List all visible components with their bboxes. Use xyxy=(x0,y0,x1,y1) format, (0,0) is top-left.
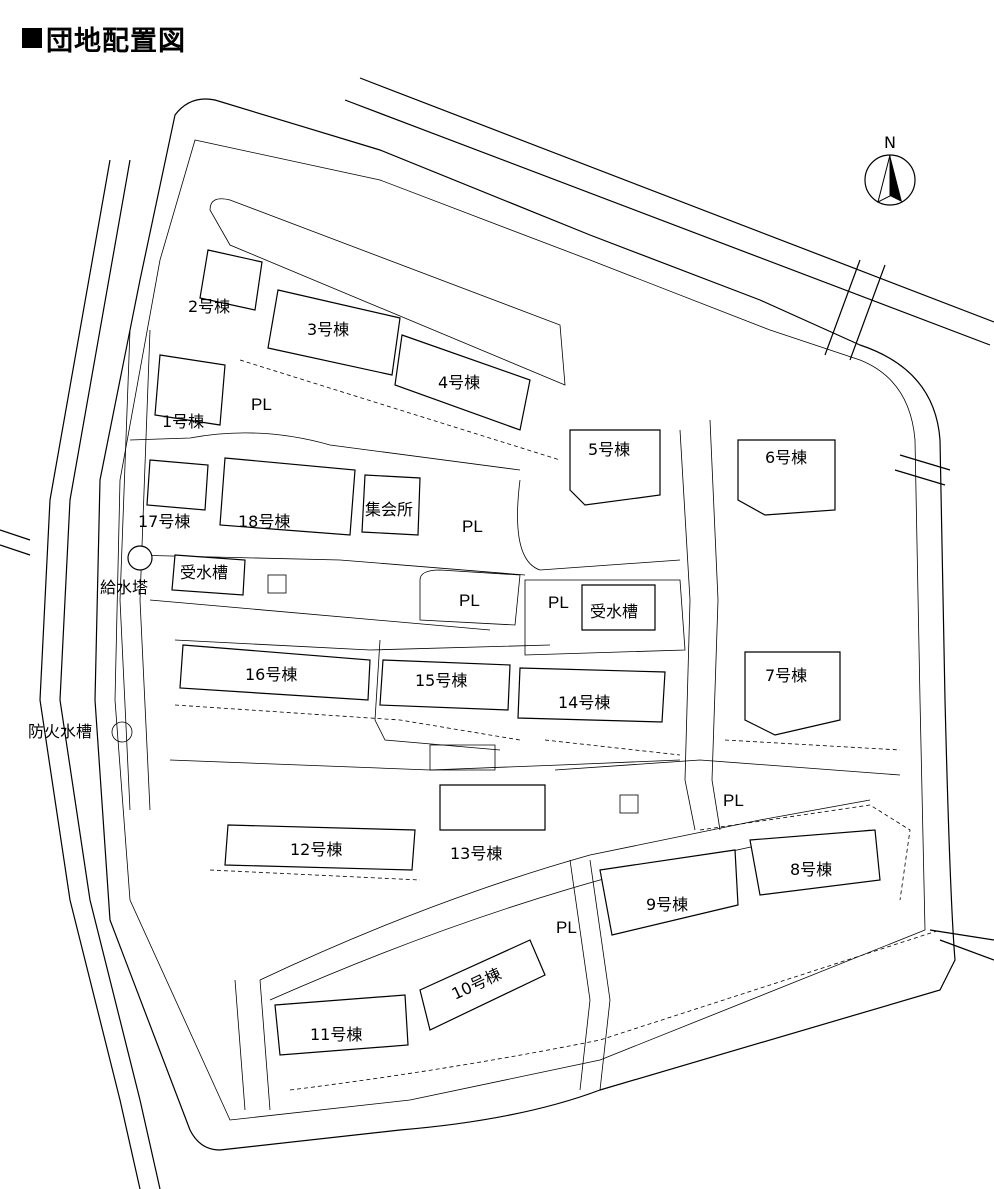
planting-lines xyxy=(174,359,941,1091)
label-building-17: 17号棟 xyxy=(138,512,190,531)
building-10 xyxy=(419,939,546,1031)
internal-roads xyxy=(119,198,901,1111)
playground-label: PL xyxy=(462,517,483,536)
building-8 xyxy=(749,829,881,896)
buildings xyxy=(111,249,881,1056)
meeting-hall xyxy=(361,474,421,536)
playground-label: PL xyxy=(556,918,577,937)
label-fire-water-tank: 防火水槽 xyxy=(28,722,92,741)
building-4 xyxy=(394,334,531,431)
building-14 xyxy=(517,667,666,723)
building-labels: 2号棟 3号棟 4号棟 1号棟 5号棟 6号棟 17号棟 18号棟 16号棟 1… xyxy=(138,297,832,1044)
playground-label: PL xyxy=(251,395,272,414)
receiving-tank-2 xyxy=(581,584,656,631)
building-2 xyxy=(199,249,263,311)
receiving-tank-1 xyxy=(171,554,246,596)
north-arrow-icon: N xyxy=(864,133,916,206)
facility-labels: 集会所 給水塔 受水槽 受水槽 防火水槽 xyxy=(28,500,638,741)
fire-water-tank xyxy=(111,721,133,743)
label-building-9: 9号棟 xyxy=(646,895,688,914)
north-label: N xyxy=(884,133,896,152)
label-building-8: 8号棟 xyxy=(790,860,832,879)
playground-label: PL xyxy=(459,591,480,610)
playground-label: PL xyxy=(548,593,569,612)
building-1 xyxy=(154,354,226,426)
label-receiving-tank-1: 受水槽 xyxy=(180,563,228,582)
building-9 xyxy=(599,849,739,936)
label-building-12: 12号棟 xyxy=(290,840,342,859)
playground-labels: PL PL PL PL PL PL xyxy=(251,395,744,937)
title-square-icon xyxy=(22,28,42,48)
building-18 xyxy=(219,457,356,536)
label-building-5: 5号棟 xyxy=(588,440,630,459)
playground-label: PL xyxy=(723,791,744,810)
building-3 xyxy=(267,289,401,376)
label-building-1: 1号棟 xyxy=(162,412,204,431)
building-5 xyxy=(569,429,661,506)
building-16 xyxy=(179,644,371,701)
label-building-2: 2号棟 xyxy=(188,297,230,316)
label-building-3: 3号棟 xyxy=(307,320,349,339)
building-12 xyxy=(224,824,416,871)
label-building-11: 11号棟 xyxy=(310,1025,362,1044)
label-building-7: 7号棟 xyxy=(765,666,807,685)
label-building-18: 18号棟 xyxy=(238,512,290,531)
map-title: 団地配置図 xyxy=(22,18,186,58)
building-17 xyxy=(146,459,209,511)
map-title-text: 団地配置図 xyxy=(46,25,186,57)
label-building-4: 4号棟 xyxy=(438,373,480,392)
building-15 xyxy=(379,659,511,711)
building-6 xyxy=(737,439,836,516)
label-meeting-hall: 集会所 xyxy=(365,500,413,519)
building-13 xyxy=(439,784,546,831)
building-7 xyxy=(744,651,841,736)
label-building-16: 16号棟 xyxy=(245,665,297,684)
label-building-6: 6号棟 xyxy=(765,448,807,467)
building-11 xyxy=(274,994,409,1056)
external-roads xyxy=(0,77,994,1189)
label-receiving-tank-2: 受水槽 xyxy=(590,602,638,621)
label-building-14: 14号棟 xyxy=(558,693,610,712)
label-water-tower: 給水塔 xyxy=(100,578,148,597)
label-building-13: 13号棟 xyxy=(450,844,502,863)
label-building-15: 15号棟 xyxy=(415,671,467,690)
site-boundary xyxy=(94,98,956,1151)
water-tower xyxy=(127,545,153,571)
